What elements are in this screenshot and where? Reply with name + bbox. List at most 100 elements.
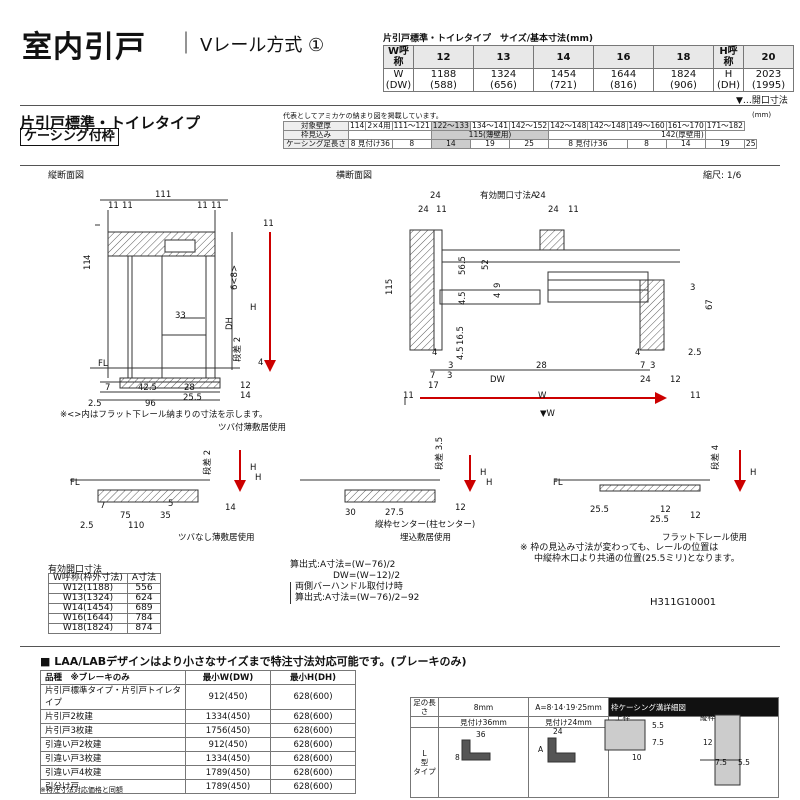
svg-text:4: 4 bbox=[493, 293, 503, 298]
svg-text:4: 4 bbox=[635, 348, 640, 358]
min-size-note: ■ LAA/LABデザインはより小さなサイズまで特注寸法対応可能です。(ブレーキ… bbox=[40, 655, 467, 668]
svg-text:12: 12 bbox=[455, 503, 466, 513]
detail-caption: ツバ付薄敷居使用 bbox=[218, 422, 286, 433]
svg-text:3: 3 bbox=[650, 361, 655, 371]
w-value: 1644(816) bbox=[593, 68, 654, 92]
svg-text:11: 11 bbox=[436, 205, 447, 215]
fit-cell: 19 bbox=[704, 139, 745, 149]
opening-note: ▼…開口寸法 bbox=[736, 96, 788, 106]
svg-text:11: 11 bbox=[197, 201, 208, 211]
svg-text:24: 24 bbox=[535, 191, 546, 201]
svg-text:5: 5 bbox=[168, 499, 173, 509]
svg-text:25.5: 25.5 bbox=[183, 393, 202, 403]
svg-text:5.5: 5.5 bbox=[738, 758, 750, 767]
svg-text:3: 3 bbox=[448, 361, 453, 371]
svg-text:11: 11 bbox=[403, 391, 414, 401]
w-value: 1324(656) bbox=[473, 68, 534, 92]
svg-text:8: 8 bbox=[455, 753, 460, 762]
fit-caption: 代表としてアミカケの納まり図を掲載しています。 bbox=[283, 112, 443, 120]
svg-text:段差 4: 段差 4 bbox=[710, 445, 721, 470]
h-value: 2023(1995) bbox=[743, 68, 794, 92]
svg-text:H: H bbox=[250, 303, 256, 313]
casing-table: 足の長さ 8mm A=8·14·19·25mm 枠ケーシング溝詳細図 見付け36… bbox=[410, 697, 779, 798]
svg-text:24: 24 bbox=[418, 205, 429, 215]
svg-text:12: 12 bbox=[670, 375, 681, 385]
svg-text:42.5: 42.5 bbox=[138, 383, 157, 393]
svg-text:30: 30 bbox=[345, 508, 356, 518]
svg-text:28: 28 bbox=[536, 361, 547, 371]
svg-text:W: W bbox=[538, 391, 547, 401]
svg-text:33: 33 bbox=[175, 311, 186, 321]
svg-text:6<8>: 6<8> bbox=[230, 265, 240, 290]
svg-text:段差 2: 段差 2 bbox=[232, 337, 243, 362]
svg-text:DW: DW bbox=[490, 375, 506, 385]
a-table-title: 有効開口寸法 bbox=[48, 565, 103, 575]
fit-cell: 171～182 bbox=[704, 121, 745, 131]
svg-text:96: 96 bbox=[145, 399, 156, 409]
svg-text:7.5: 7.5 bbox=[652, 738, 664, 747]
w-code: 14 bbox=[533, 45, 594, 69]
detail-2-drawing bbox=[300, 455, 476, 503]
svg-text:2.5: 2.5 bbox=[88, 399, 102, 409]
svg-text:110: 110 bbox=[128, 521, 144, 531]
section-badge: ケーシング付枠 bbox=[20, 128, 119, 146]
svg-text:10: 10 bbox=[632, 753, 642, 762]
w-code: 16 bbox=[593, 45, 654, 69]
svg-text:5.5: 5.5 bbox=[652, 721, 664, 730]
detail-1-dims: 段差 2 H H FL 7 75 5 35 2.5 110 14 ツバなし薄敷居… bbox=[70, 422, 286, 543]
svg-text:段差 3.5: 段差 3.5 bbox=[434, 437, 445, 470]
svg-text:▼W: ▼W bbox=[540, 409, 556, 419]
svg-text:24: 24 bbox=[430, 191, 441, 201]
svg-text:FL: FL bbox=[553, 478, 563, 488]
page-subtitle: Vレール方式 ① bbox=[200, 35, 325, 56]
svg-text:DH: DH bbox=[225, 317, 235, 330]
min-size-table: 品種 ※ブレーキのみ 最小W(DW) 最小H(DH) 片引戸標準タイプ・片引戸ト… bbox=[40, 670, 356, 794]
section-title: 片引戸標準・トイレタイプ bbox=[20, 114, 201, 132]
svg-text:2.5: 2.5 bbox=[688, 348, 702, 358]
min-footnote: ※特注寸法対応価格と同額 bbox=[40, 786, 123, 794]
h-label: H呼称 bbox=[713, 45, 744, 69]
svg-text:11: 11 bbox=[690, 391, 701, 401]
detail-caption: 埋込敷居使用 bbox=[400, 532, 451, 543]
svg-text:24: 24 bbox=[640, 375, 651, 385]
w-value: 1454(721) bbox=[533, 68, 594, 92]
fit-table: 対象壁厚 114 2×4用 111～121 122～133 134～141 14… bbox=[283, 121, 758, 149]
divider bbox=[20, 646, 780, 647]
product-code: H311G10001 bbox=[650, 597, 717, 608]
svg-text:9: 9 bbox=[493, 283, 503, 288]
formulas: 算出式:A寸法=(W−76)/2 DW=(W−12)/2 両側バーハンドル取付け… bbox=[290, 560, 420, 604]
svg-text:11: 11 bbox=[568, 205, 579, 215]
svg-text:H: H bbox=[750, 468, 756, 478]
svg-text:H: H bbox=[250, 463, 256, 473]
svg-text:FL: FL bbox=[98, 359, 108, 369]
horizontal-section-label: 横断面図 bbox=[336, 171, 373, 181]
title-separator: ｜ bbox=[175, 32, 198, 57]
svg-text:12: 12 bbox=[240, 381, 251, 391]
detail-3-drawing bbox=[555, 450, 746, 492]
size-table-caption: 片引戸標準・トイレタイプ サイズ/基本寸法(mm) bbox=[383, 34, 594, 44]
h-code: 20 bbox=[743, 45, 794, 69]
fit-row-label: ケーシング足長さ bbox=[283, 139, 349, 149]
h-row-label: H(DH) bbox=[713, 68, 744, 92]
svg-text:11: 11 bbox=[108, 201, 119, 211]
svg-text:14: 14 bbox=[225, 503, 236, 513]
w-value: 1188(588) bbox=[413, 68, 474, 92]
svg-text:12: 12 bbox=[703, 738, 713, 747]
casing-header: 枠ケーシング溝詳細図 bbox=[608, 697, 779, 717]
detail-1-drawing bbox=[70, 450, 246, 503]
svg-text:4.5: 4.5 bbox=[456, 346, 466, 360]
svg-text:段差 2: 段差 2 bbox=[202, 450, 213, 475]
fit-cell: 25 bbox=[743, 139, 758, 149]
svg-text:25.5: 25.5 bbox=[650, 515, 669, 525]
svg-text:7.5: 7.5 bbox=[715, 758, 727, 767]
scale-label: 縮尺: 1/6 bbox=[703, 171, 742, 181]
